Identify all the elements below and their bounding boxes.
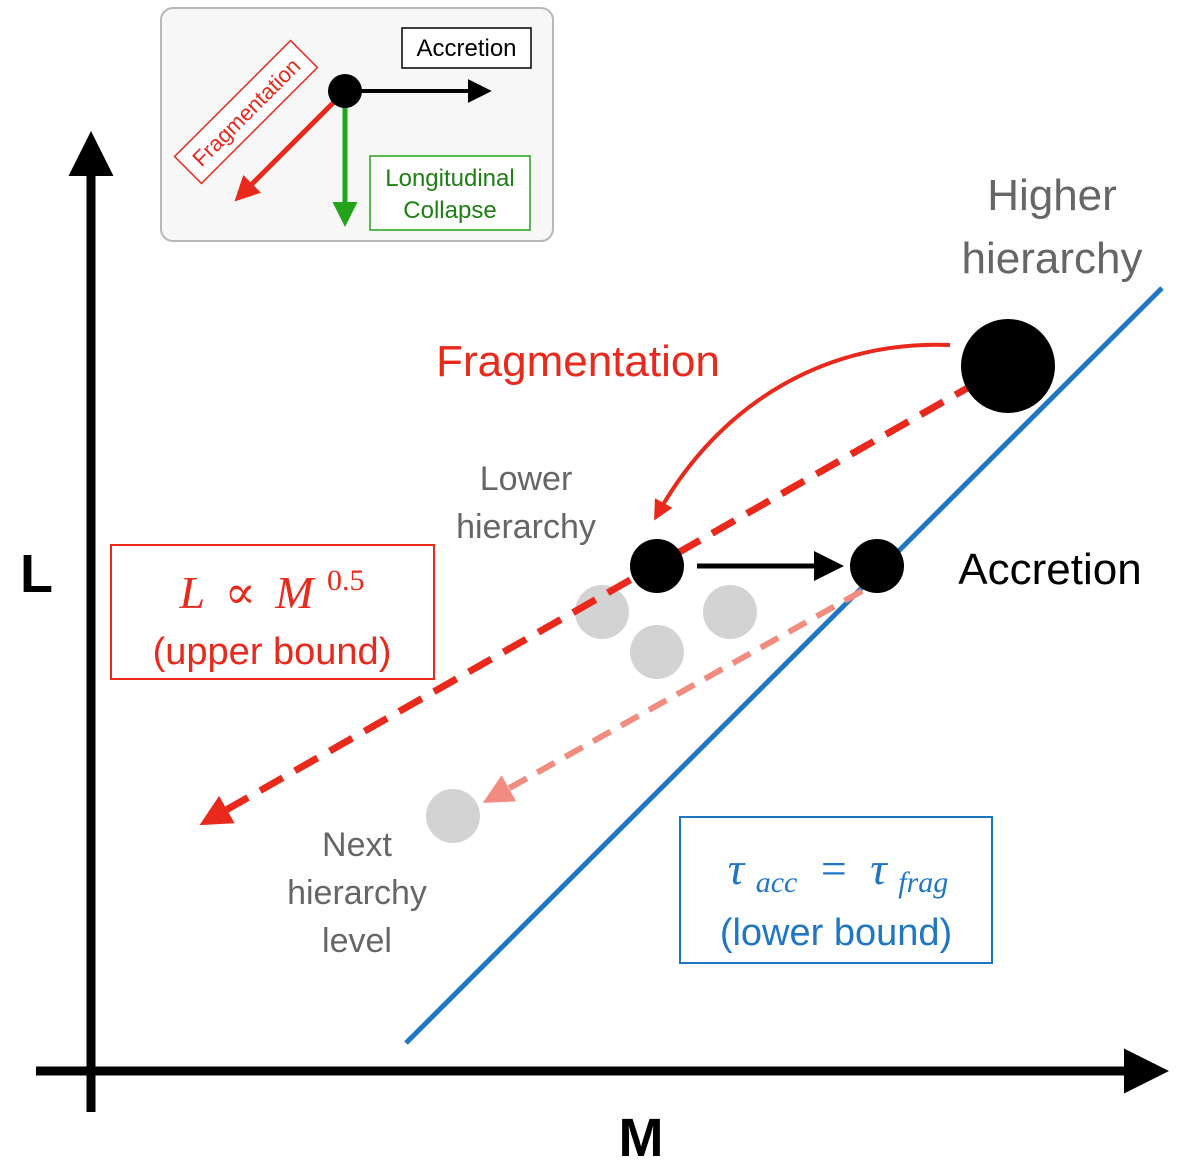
lower-bound-caption: (lower bound) [720, 912, 952, 954]
next-level-core [426, 789, 480, 843]
lower-bound-line [404, 286, 1164, 1045]
fragmentation-curve-arrow [654, 342, 951, 521]
lower-bound-frame [679, 816, 993, 964]
accretion-label: Accretion [958, 545, 1141, 594]
next-level-dashed-arrow [482, 588, 864, 803]
legend-collapse-box [369, 155, 531, 231]
next-level-label-line3: level [322, 922, 392, 960]
upper-bound-dashed-line [199, 378, 980, 826]
upper-bound-equation: L ∝ M 0.5 [178, 564, 364, 618]
lower-bound-box: τ acc = τ frag (lower bound) [679, 816, 993, 964]
gray-core [575, 585, 629, 639]
eq-tau-frag: τ [870, 843, 888, 894]
eq-m: M [274, 567, 316, 618]
eq-exponent: 0.5 [327, 564, 365, 597]
lower-hierarchy-label-line1: Lower [480, 460, 573, 498]
process-legend: Accretion Longitudinal Collapse Fragment… [160, 7, 554, 242]
higher-hierarchy-core [961, 319, 1055, 413]
lower-hierarchy-label-line2: hierarchy [456, 508, 596, 546]
upper-bound-frame [110, 544, 435, 680]
gray-core [703, 585, 757, 639]
eq-l: L [178, 567, 205, 618]
next-level-label-line1: Next [322, 826, 392, 864]
lower-hierarchy-core [630, 539, 684, 593]
upper-bound-box: L ∝ M 0.5 (upper bound) [110, 544, 435, 680]
next-level-label-line2: hierarchy [287, 874, 427, 912]
y-axis-label: L [20, 544, 53, 604]
eq-proportional: ∝ [225, 567, 256, 618]
legend-origin-dot [328, 74, 362, 108]
legend-fragmentation-arrow [234, 89, 347, 202]
legend-collapse-line1: Longitudinal [385, 165, 514, 192]
eq-tau-acc: τ [728, 843, 746, 894]
x-axis-label: M [619, 1108, 664, 1163]
legend-collapse-line2: Collapse [403, 197, 496, 224]
eq-equals: = [821, 843, 847, 894]
upper-bound-caption: (upper bound) [153, 631, 392, 673]
fragmentation-label: Fragmentation [436, 337, 720, 386]
legend-accretion-label: Accretion [416, 35, 516, 62]
eq-sub-acc: acc [756, 866, 798, 899]
higher-hierarchy-label-line1: Higher [987, 171, 1117, 220]
legend-accretion-box [401, 27, 532, 69]
eq-sub-frag: frag [898, 866, 948, 899]
higher-hierarchy-label-line2: hierarchy [962, 234, 1143, 283]
legend-fragmentation-box [173, 39, 319, 185]
accreted-core [850, 539, 904, 593]
gray-core [630, 625, 684, 679]
lower-bound-equation: τ acc = τ frag [728, 843, 949, 902]
